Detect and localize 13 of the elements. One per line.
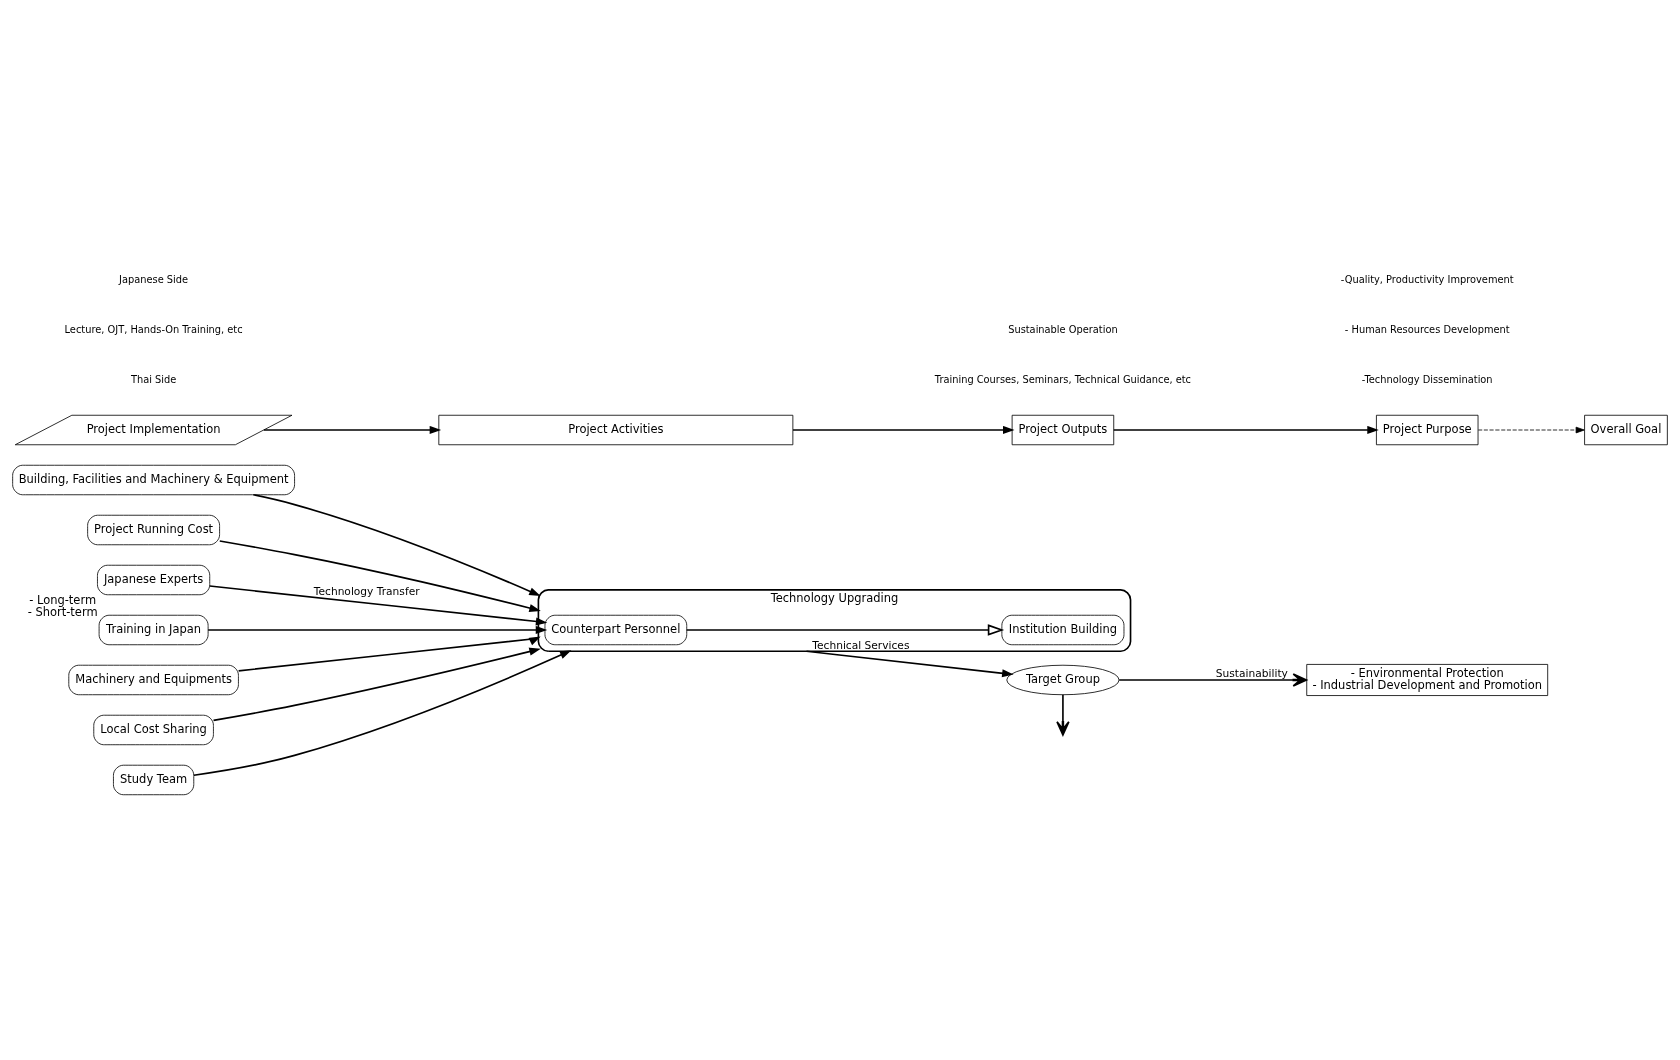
node-label: - Short-term [27, 605, 98, 620]
label: Sustainable Operation [1008, 323, 1118, 335]
edge-label: Sustainability [1215, 667, 1288, 681]
edge-label: Technology Transfer [313, 585, 420, 599]
label: Thai Side [130, 373, 177, 385]
node-label: - Long-term [29, 592, 97, 607]
label: - Human Resources Development [1344, 323, 1510, 335]
label: Training Courses, Seminars, Technical Guidance, etc [934, 373, 1191, 385]
label: -Quality, Productivity Improvement [1340, 273, 1514, 285]
label: -Technology Dissemination [1361, 373, 1493, 385]
edge-label: Technical Services [812, 639, 910, 653]
label: Lecture, OJT, Hands-On Training, etc [64, 323, 243, 335]
label: Japanese Side [119, 273, 189, 285]
